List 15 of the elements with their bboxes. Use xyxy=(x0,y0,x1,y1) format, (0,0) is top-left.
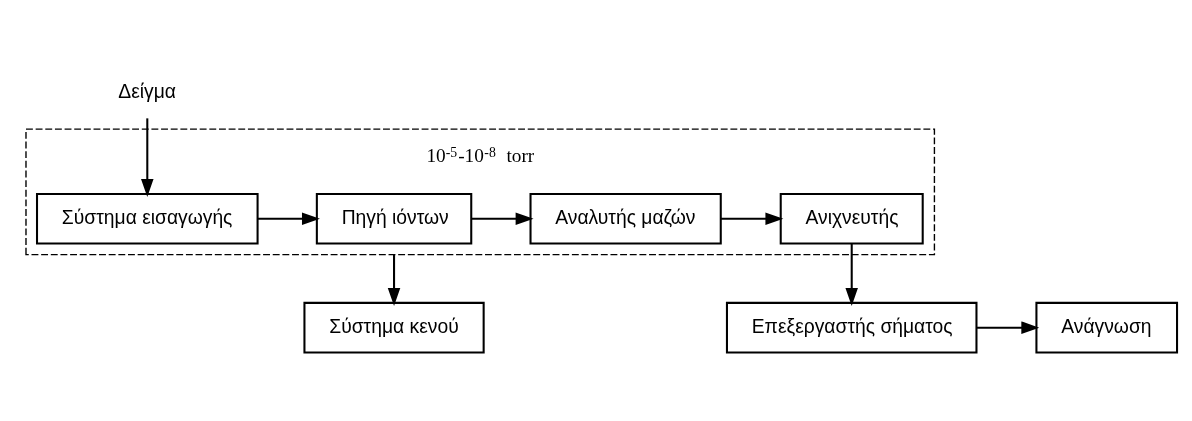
arrow xyxy=(387,254,401,306)
arrow xyxy=(471,212,534,226)
node-box: Σύστημα κενού xyxy=(303,301,485,354)
arrow xyxy=(257,212,320,226)
node-text: Δείγμα xyxy=(118,81,176,103)
arrow xyxy=(845,243,858,306)
arrow xyxy=(976,321,1040,334)
node-box: Αναλυτής μαζών xyxy=(529,192,722,245)
node-box: Ανάγνωση xyxy=(1035,301,1179,354)
arrow xyxy=(141,118,154,197)
node-box: Επεξεργαστής σήματος xyxy=(725,301,978,354)
node-box: Πηγή ιόντων xyxy=(315,192,473,245)
node-box: Ανιχνευτής xyxy=(779,192,924,245)
arrow xyxy=(721,212,784,226)
node-box: Σύστημα εισαγωγής xyxy=(36,192,259,245)
